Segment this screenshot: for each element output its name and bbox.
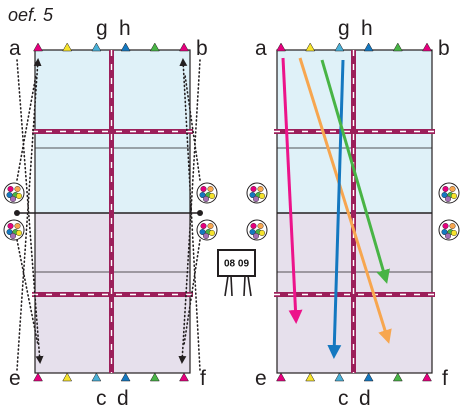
right-top-cone-2	[305, 42, 316, 52]
left-top-cone-5	[149, 42, 160, 52]
orange-arrow	[298, 57, 392, 344]
right-top-cone-4	[363, 42, 374, 52]
magenta-arrow	[281, 57, 303, 324]
right-field	[274, 42, 435, 382]
exercise-title: oef. 5	[8, 5, 54, 25]
ball-bag-left-2	[3, 219, 25, 241]
left-top-cone-3	[91, 42, 102, 52]
left-bottom-cone-4	[120, 372, 131, 382]
left-label-h: h	[119, 17, 131, 40]
left-bottom-cone-3	[91, 372, 102, 382]
right-top-cone-6	[422, 42, 432, 52]
right-top-cones	[276, 42, 432, 52]
scoreboard-frame	[217, 249, 256, 277]
left-bottom-cone-2	[62, 372, 73, 382]
left-bottom-cone-1	[33, 372, 43, 382]
ball-bag-left-1	[3, 182, 25, 204]
scoreboard-text: 08 09	[224, 259, 249, 270]
left-top-cone-1	[33, 42, 43, 52]
left-bottom-cone-5	[149, 372, 160, 382]
ball-bag-left-4	[196, 219, 218, 241]
ball-bag-right-2	[246, 219, 268, 241]
right-top-cone-3	[334, 42, 345, 52]
right-top-cone-5	[392, 42, 403, 52]
blue-arrow	[327, 59, 345, 359]
left-dotted-path-a1	[16, 58, 42, 371]
left-stripe-vertical	[109, 50, 114, 373]
ball-bags	[3, 182, 460, 241]
left-dotted-path-f1	[178, 59, 201, 364]
right-bottom-cone-3	[334, 372, 345, 382]
left-dotted-path-b2	[184, 74, 201, 181]
right-top-cone-1	[276, 42, 286, 52]
right-label-b: b	[438, 37, 450, 60]
left-dotted-path-b1	[179, 58, 201, 371]
left-label-a: a	[9, 37, 21, 60]
right-label-h: h	[361, 17, 373, 40]
left-field	[14, 42, 203, 382]
left-label-f: f	[200, 367, 206, 390]
left-top-cone-2	[62, 42, 73, 52]
right-label-c: c	[338, 387, 349, 410]
right-label-a: a	[255, 37, 267, 60]
right-bottom-cone-1	[276, 372, 286, 382]
right-stripe-vertical	[351, 50, 356, 373]
left-label-g: g	[96, 17, 108, 40]
left-top-cone-4	[120, 42, 131, 52]
right-bottom-cone-4	[363, 372, 374, 382]
green-arrow	[320, 59, 390, 284]
ball-bag-right-1	[246, 182, 268, 204]
right-bottom-cone-6	[422, 372, 432, 382]
right-bottom-cones	[276, 372, 432, 382]
left-dotted-path-e1	[16, 59, 44, 364]
scoreboard: 08 09	[217, 249, 256, 297]
left-top-cones	[33, 42, 189, 52]
left-label-c: c	[96, 387, 107, 410]
scoreboard-leg-1	[224, 275, 229, 297]
left-bottom-cone-6	[179, 372, 189, 382]
left-label-b: b	[196, 37, 208, 60]
scoreboard-leg-4	[247, 275, 252, 297]
ball-bag-left-3	[196, 182, 218, 204]
left-top-cone-6	[179, 42, 189, 52]
left-label-d: d	[117, 387, 129, 410]
left-dotted-path-a2	[16, 74, 37, 181]
right-label-g: g	[338, 17, 350, 40]
left-midline-dot-left	[14, 210, 20, 216]
left-midline-dot-right	[197, 210, 203, 216]
left-label-e: e	[9, 367, 21, 390]
left-dotted-path-e2	[16, 239, 39, 346]
right-label-e: e	[255, 367, 267, 390]
ball-bag-right-4	[438, 219, 460, 241]
left-dotted-path-f2	[183, 239, 201, 346]
scoreboard-leg-2	[230, 275, 233, 297]
left-bottom-cones	[33, 372, 189, 382]
right-bottom-cone-2	[305, 372, 316, 382]
right-label-f: f	[442, 367, 448, 390]
ball-bag-right-3	[438, 182, 460, 204]
right-label-d: d	[359, 387, 371, 410]
scoreboard-leg-3	[243, 275, 246, 297]
right-bottom-cone-5	[392, 372, 403, 382]
